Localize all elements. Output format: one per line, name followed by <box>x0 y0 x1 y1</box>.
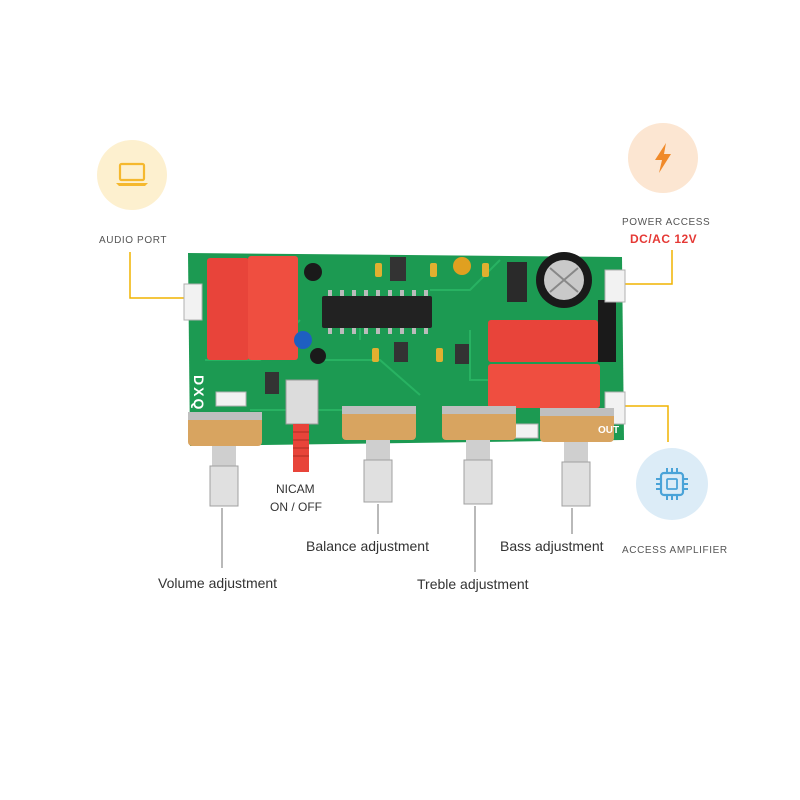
red-capacitor <box>207 258 249 360</box>
chip-icon <box>656 468 688 500</box>
lightning-icon <box>655 143 671 173</box>
red-capacitor <box>248 256 298 360</box>
bass-potentiometer <box>540 408 614 507</box>
power-access-badge <box>628 123 698 193</box>
treble-adjustment-label: Treble adjustment <box>417 576 529 592</box>
power-voltage-label: DC/AC 12V <box>630 232 698 246</box>
access-amplifier-badge <box>636 448 708 520</box>
main-ic-chip <box>322 296 432 328</box>
bass-adjustment-label: Bass adjustment <box>500 538 604 554</box>
power-connector <box>604 269 626 303</box>
red-capacitor <box>488 320 598 362</box>
audio-port-label: AUDIO PORT <box>99 235 168 246</box>
balance-potentiometer <box>342 406 416 503</box>
volume-potentiometer <box>188 412 262 507</box>
leader-lines <box>129 250 673 442</box>
treble-potentiometer <box>442 406 516 505</box>
voltage-regulator <box>507 262 527 302</box>
nicam-label: NICAM <box>276 482 315 496</box>
input-connector <box>183 283 203 321</box>
laptop-icon <box>116 162 148 186</box>
silkscreen-output: OUT <box>598 425 620 436</box>
access-amplifier-label: ACCESS AMPLIFIER <box>622 545 728 556</box>
power-access-label: POWER ACCESS <box>622 217 711 228</box>
balance-adjustment-label: Balance adjustment <box>306 538 429 554</box>
silkscreen-brand: DXQ <box>191 375 207 412</box>
silkscreen-input: IN PUT <box>172 340 183 373</box>
volume-adjustment-label: Volume adjustment <box>158 575 278 591</box>
pointer-lines <box>221 504 573 572</box>
audio-port-badge <box>97 140 167 210</box>
nicam-switch-body <box>285 379 319 425</box>
nicam-state-label: ON / OFF <box>270 500 322 514</box>
red-capacitor <box>488 364 600 408</box>
